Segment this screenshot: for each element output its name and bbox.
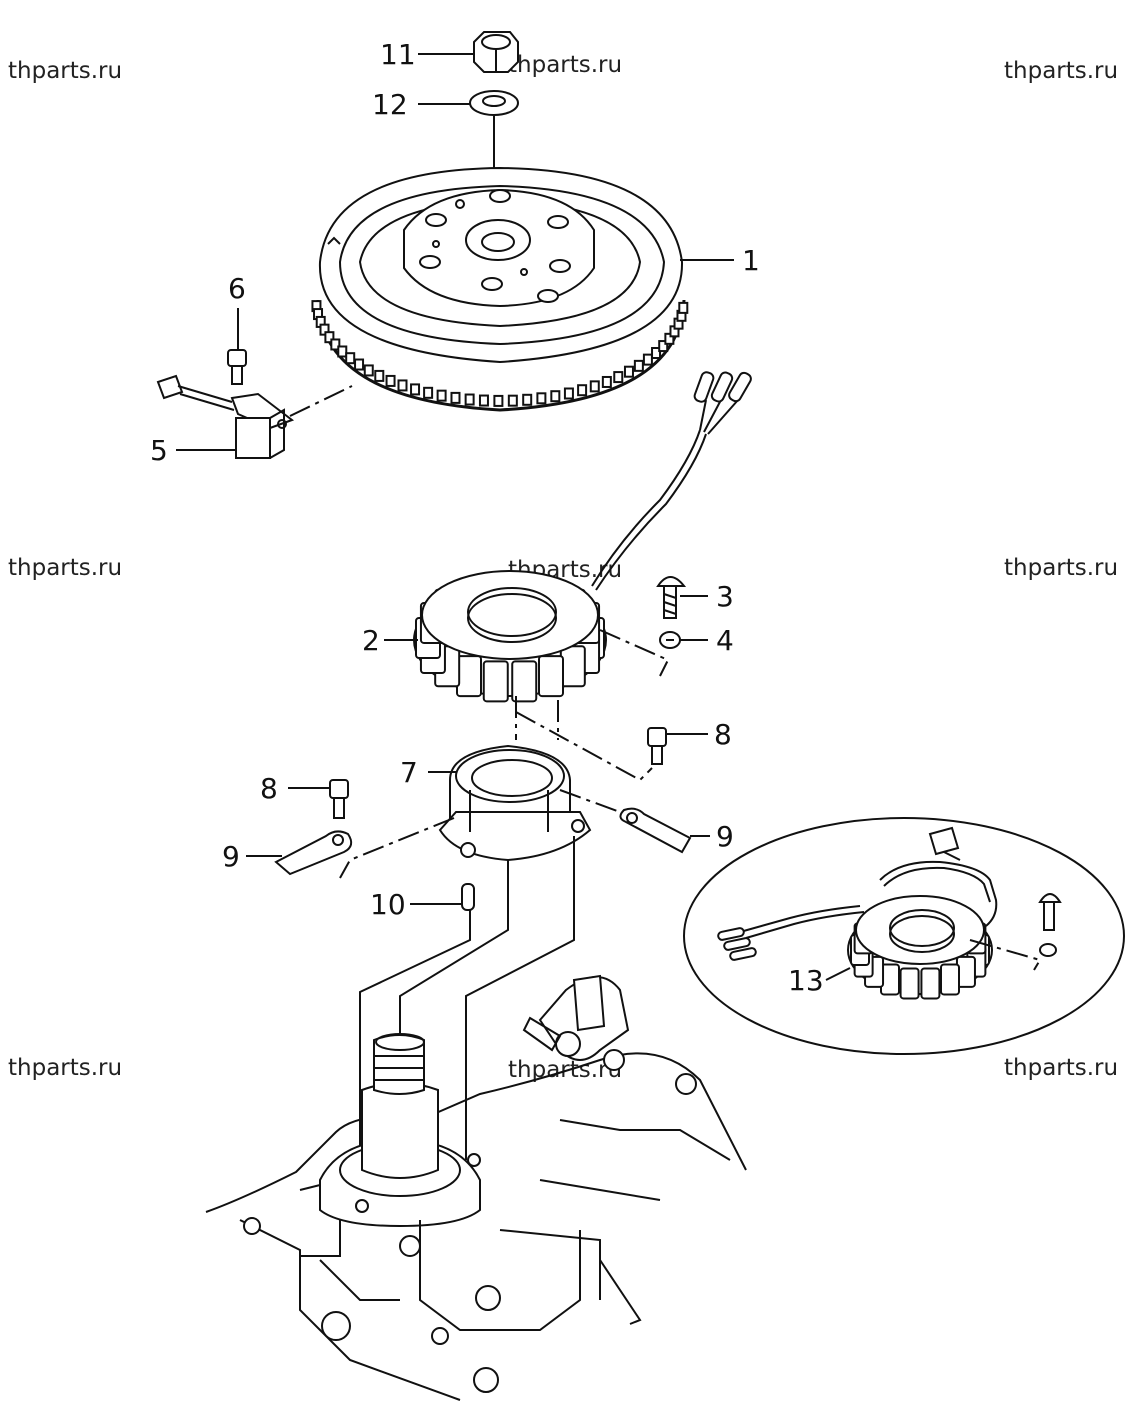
callout-3: 3 — [716, 580, 734, 613]
engine-block-icon — [205, 974, 747, 1401]
stator-base-part — [438, 744, 592, 862]
dowel-pin-part — [461, 883, 475, 911]
alt-stator-coil-icon — [847, 895, 993, 1000]
stator-wire-leads — [591, 371, 752, 591]
nut-part — [473, 31, 519, 73]
callout-11: 11 — [380, 38, 416, 71]
leader-dash-5 — [289, 385, 353, 417]
stator-coil-icon — [413, 570, 607, 703]
watermark-mid-left: thparts.ru — [8, 555, 122, 581]
alt-screw-part — [1038, 893, 1062, 931]
watermark-top-center: thparts.ru — [508, 52, 622, 78]
callout-2: 2 — [362, 624, 380, 657]
callout-5: 5 — [150, 434, 168, 467]
callout-leaders — [176, 53, 851, 981]
screw-part — [656, 576, 687, 619]
lead-clip-right-part — [619, 807, 692, 854]
pulser-coil-icon — [156, 374, 295, 459]
alt-washer-part — [1039, 943, 1057, 957]
callout-12: 12 — [372, 88, 408, 121]
watermark-bottom-left: thparts.ru — [8, 1055, 122, 1081]
washer-4-part — [659, 631, 681, 649]
callout-7: 7 — [400, 756, 418, 789]
watermark-bottom-center: thparts.ru — [508, 1057, 622, 1083]
watermark-bottom-right: thparts.ru — [1004, 1055, 1118, 1081]
bolt-6-part — [227, 349, 247, 385]
callout-numbers: 11 12 1 6 5 2 3 4 7 8 8 9 9 10 13 — [150, 38, 824, 997]
callout-4: 4 — [716, 624, 734, 657]
callout-9-right: 9 — [716, 820, 734, 853]
callout-6: 6 — [228, 272, 246, 305]
flywheel-icon — [311, 166, 689, 412]
lead-clip-left-part — [274, 830, 353, 876]
assembly-lines — [339, 696, 653, 1200]
alt-stator-leads — [717, 826, 998, 961]
callout-8-right: 8 — [714, 718, 732, 751]
watermarks: thparts.ru thparts.ru thparts.ru thparts… — [8, 52, 1118, 1083]
callout-10: 10 — [370, 888, 406, 921]
callout-9-left: 9 — [222, 840, 240, 873]
watermark-mid-right: thparts.ru — [1004, 555, 1118, 581]
bolt-8-right-part — [647, 727, 667, 765]
callout-8-left: 8 — [260, 772, 278, 805]
watermark-top-right: thparts.ru — [1004, 58, 1118, 84]
bolt-8-left-part — [329, 779, 349, 819]
alt-stator-assembly — [683, 817, 1125, 1055]
callout-1: 1 — [742, 244, 760, 277]
leader-dash-4 — [599, 629, 670, 677]
callout-13: 13 — [788, 964, 824, 997]
watermark-top-left: thparts.ru — [8, 58, 122, 84]
washer-part — [469, 90, 519, 116]
